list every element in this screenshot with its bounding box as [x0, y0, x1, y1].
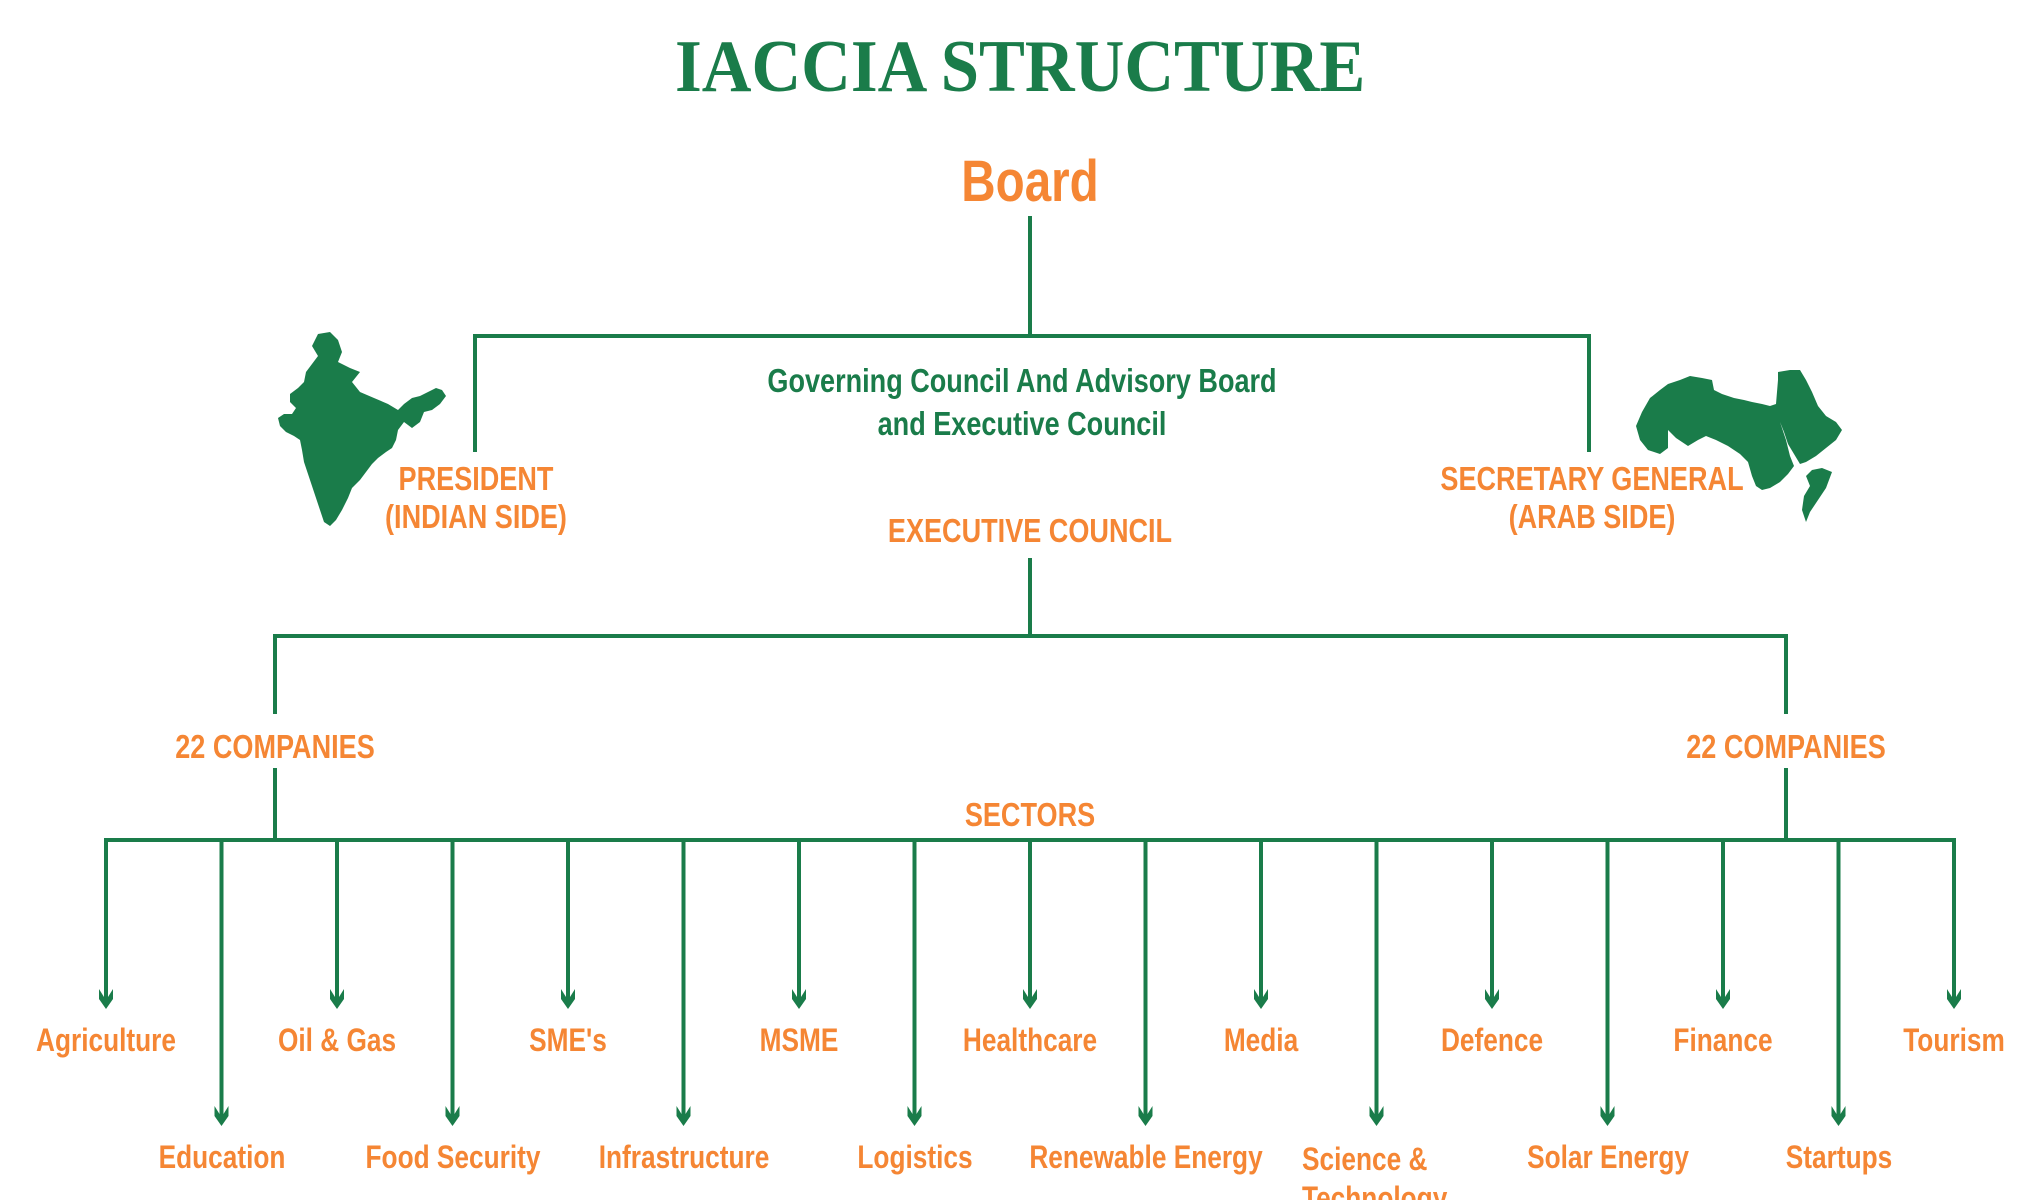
arrow-down-icon: [1831, 1104, 1846, 1126]
president-label: PRESIDENT (INDIAN SIDE): [385, 460, 567, 536]
sector-label: Media: [1223, 1022, 1299, 1058]
sector-label: Education: [158, 1139, 285, 1175]
sector-label: Healthcare: [962, 1022, 1098, 1058]
arrow-down-icon: [792, 987, 806, 1009]
arrow-down-icon: [214, 1104, 229, 1126]
arab-world-map-icon: [1636, 370, 1842, 522]
sector-label: Infrastructure: [598, 1139, 769, 1175]
sector-label: Food Security: [365, 1139, 540, 1175]
sector-label-line: Technology: [1302, 1180, 1448, 1200]
sector-label: Solar Energy: [1526, 1139, 1689, 1175]
sector-label: MSME: [759, 1022, 839, 1058]
board-label: Board: [961, 149, 1099, 214]
sector-label: Tourism: [1903, 1022, 2005, 1058]
sector-label: SME's: [529, 1022, 607, 1058]
arrow-down-icon: [1023, 987, 1037, 1009]
sector-label: Oil & Gas: [277, 1022, 397, 1058]
sectors-label: SECTORS: [964, 796, 1096, 833]
secretary-general-side: (ARAB SIDE): [1508, 498, 1676, 535]
companies-right-label: 22 COMPANIES: [1686, 728, 1886, 765]
governing-council-line2: and Executive Council: [877, 405, 1167, 442]
president-side: (INDIAN SIDE): [385, 498, 567, 535]
arrow-down-icon: [99, 987, 113, 1009]
arrow-down-icon: [676, 1104, 691, 1126]
arrow-down-icon: [1716, 987, 1730, 1009]
arrow-down-icon: [1485, 987, 1499, 1009]
india-map-icon: [278, 332, 446, 526]
secretary-general-label: SECRETARY GENERAL (ARAB SIDE): [1440, 460, 1743, 536]
sector-label: Defence: [1440, 1022, 1544, 1058]
arrow-down-icon: [561, 987, 575, 1009]
executive-council-label: EXECUTIVE COUNCIL: [887, 512, 1173, 549]
sector-label: Finance: [1673, 1022, 1773, 1058]
sector-label: Science & Technology: [1302, 1140, 1447, 1200]
governing-council-label: Governing Council And Advisory Board and…: [767, 359, 1276, 445]
companies-left-label: 22 COMPANIES: [175, 728, 375, 765]
governing-council-line1: Governing Council And Advisory Board: [767, 362, 1277, 399]
arrow-down-icon: [907, 1104, 922, 1126]
arrow-down-icon: [1947, 987, 1961, 1009]
arrow-down-icon: [330, 987, 344, 1009]
sector-label: Startups: [1785, 1139, 1892, 1175]
arrow-down-icon: [1138, 1104, 1153, 1126]
president-title: PRESIDENT: [398, 460, 554, 497]
arrow-down-icon: [445, 1104, 460, 1126]
arrow-down-icon: [1600, 1104, 1615, 1126]
page-title: IACCIA STRUCTURE: [674, 26, 1366, 108]
sector-label: Logistics: [856, 1139, 973, 1175]
arrow-down-icon: [1369, 1104, 1384, 1126]
sector-label: Renewable Energy: [1028, 1139, 1263, 1175]
sector-label: Agriculture: [36, 1022, 176, 1058]
secretary-general-title: SECRETARY GENERAL: [1440, 460, 1744, 497]
sector-label-line: Science &: [1302, 1141, 1428, 1177]
arrow-down-icon: [1254, 987, 1268, 1009]
